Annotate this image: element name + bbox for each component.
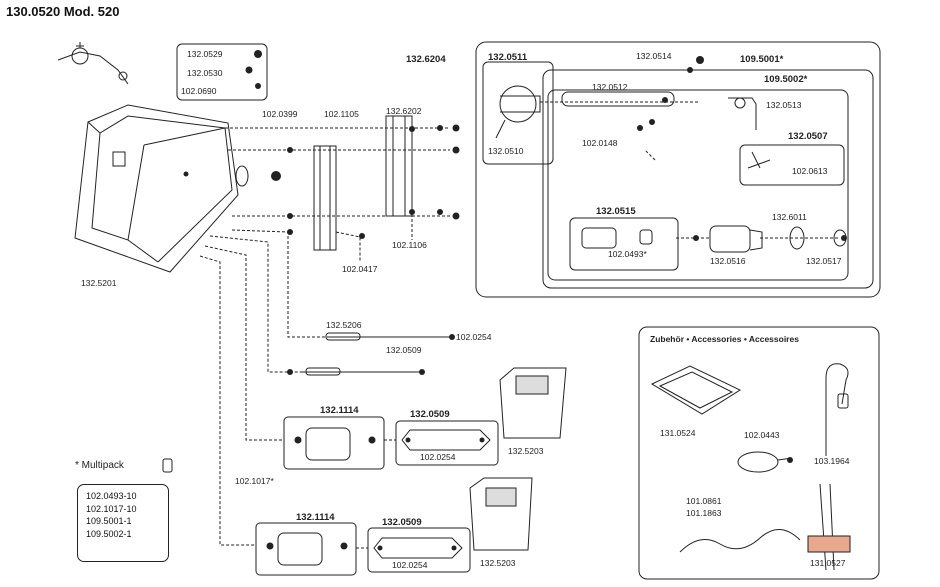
box-132-0515 xyxy=(569,217,679,271)
label-102-0148: 102.0148 xyxy=(582,138,618,148)
label-132-0529: 132.0529 xyxy=(187,49,223,59)
label-132-5203-a: 132.5203 xyxy=(508,446,544,456)
housing-132-5201 xyxy=(74,104,249,273)
label-109-5001: 109.5001* xyxy=(740,54,784,65)
box-132-0509-a xyxy=(395,420,499,466)
label-101-1863: 101.1863 xyxy=(686,508,722,518)
rail-right xyxy=(385,115,413,217)
label-102-1106: 102.1106 xyxy=(392,240,427,250)
box-109-5002 xyxy=(547,89,849,281)
label-102-0417: 102.0417 xyxy=(342,264,378,274)
cable-101-0861 xyxy=(679,529,801,553)
label-102-0613: 102.0613 xyxy=(792,166,828,176)
body-132-0516 xyxy=(709,225,751,253)
label-132-5206: 132.5206 xyxy=(326,320,362,330)
page-title: 130.0520 Mod. 520 xyxy=(6,4,120,19)
label-132-0511: 132.0511 xyxy=(488,52,528,63)
label-102-0493: 102.0493* xyxy=(608,249,647,259)
valve-assembly xyxy=(57,42,129,85)
strap-132-0509-b xyxy=(373,537,463,559)
label-132-0509-rod: 132.0509 xyxy=(386,345,422,355)
pump-132-0511 xyxy=(499,85,537,123)
multipack-list: 102.0493-10 102.1017-10 109.5001-1 109.5… xyxy=(77,484,169,562)
label-102-1105: 102.1105 xyxy=(324,109,359,119)
box-132-6204 xyxy=(475,41,881,298)
label-102-0443: 102.0443 xyxy=(744,430,780,440)
label-132-5201: 132.5201 xyxy=(81,278,117,288)
label-132-0530: 132.0530 xyxy=(187,68,223,78)
label-132-0509-a: 132.0509 xyxy=(410,409,450,420)
label-132-0515: 132.0515 xyxy=(596,206,636,217)
multipack-heading: * Multipack xyxy=(75,460,124,471)
multipack-item: 109.5001-1 xyxy=(86,516,132,526)
multipack-item: 109.5002-1 xyxy=(86,528,132,539)
label-132-0516: 132.0516 xyxy=(710,256,746,266)
label-109-5002: 109.5002* xyxy=(764,74,808,85)
tube-132-0515 xyxy=(581,227,617,249)
box-132-1114-a xyxy=(283,416,385,470)
box-accessories xyxy=(638,326,880,580)
label-132-0517: 132.0517 xyxy=(806,256,842,266)
rail-left xyxy=(313,145,337,251)
label-132-0507: 132.0507 xyxy=(788,131,828,142)
tube-132-0512 xyxy=(561,91,675,107)
box-109-5001 xyxy=(542,69,874,289)
multipack-icon-shape xyxy=(162,458,173,473)
label-132-0514: 132.0514 xyxy=(636,51,672,61)
label-132-6202: 132.6202 xyxy=(386,106,422,116)
copper-plate-131-0527 xyxy=(807,535,851,553)
accessories-heading: Zubehör • Accessories • Accessoires xyxy=(650,334,799,344)
label-131-0524: 131.0524 xyxy=(660,428,696,438)
strap-132-0509-a xyxy=(401,429,491,451)
box-132-1114-b xyxy=(255,522,357,576)
label-132-1114-a: 132.1114 xyxy=(320,405,359,416)
label-103-1964: 103.1964 xyxy=(814,456,850,466)
label-102-1017: 102.1017* xyxy=(235,476,274,486)
label-102-0254-a: 102.0254 xyxy=(420,452,456,462)
label-132-5203-b: 132.5203 xyxy=(480,558,516,568)
loop-102-0443 xyxy=(737,451,779,473)
label-132-1114-b: 132.1114 xyxy=(296,512,335,523)
box-132-0529 xyxy=(176,43,268,101)
hook-103-1964 xyxy=(825,363,849,456)
label-102-0254-b: 102.0254 xyxy=(392,560,428,570)
multipack-item: 102.0493-10 xyxy=(86,491,137,501)
clamp-132-1114-b xyxy=(277,532,323,566)
label-132-6204: 132.6204 xyxy=(406,54,446,65)
label-132-0513: 132.0513 xyxy=(766,100,802,110)
multipack-item: 102.1017-10 xyxy=(86,503,137,514)
label-132-6011: 132.6011 xyxy=(772,212,807,222)
label-132-0509-b: 132.0509 xyxy=(382,517,422,528)
label-101-0861: 101.0861 xyxy=(686,496,722,506)
clamp-132-1114-a xyxy=(305,427,351,461)
label-102-0254-rod: 102.0254 xyxy=(456,332,492,342)
label-102-0399: 102.0399 xyxy=(262,109,298,119)
label-132-0512: 132.0512 xyxy=(592,82,628,92)
elbow-132-0513 xyxy=(728,97,757,130)
box-132-0507 xyxy=(739,144,845,186)
ring-132-6011 xyxy=(789,226,805,250)
box-132-0509-b xyxy=(367,527,471,573)
label-102-0690: 102.0690 xyxy=(181,86,217,96)
container-132-5203-b xyxy=(469,477,533,551)
label-132-0510: 132.0510 xyxy=(488,146,524,156)
container-132-5203-a xyxy=(499,367,567,439)
label-131-0527: 131.0527 xyxy=(810,558,846,568)
box-132-0511 xyxy=(482,61,554,165)
tray-131-0524 xyxy=(650,365,742,415)
